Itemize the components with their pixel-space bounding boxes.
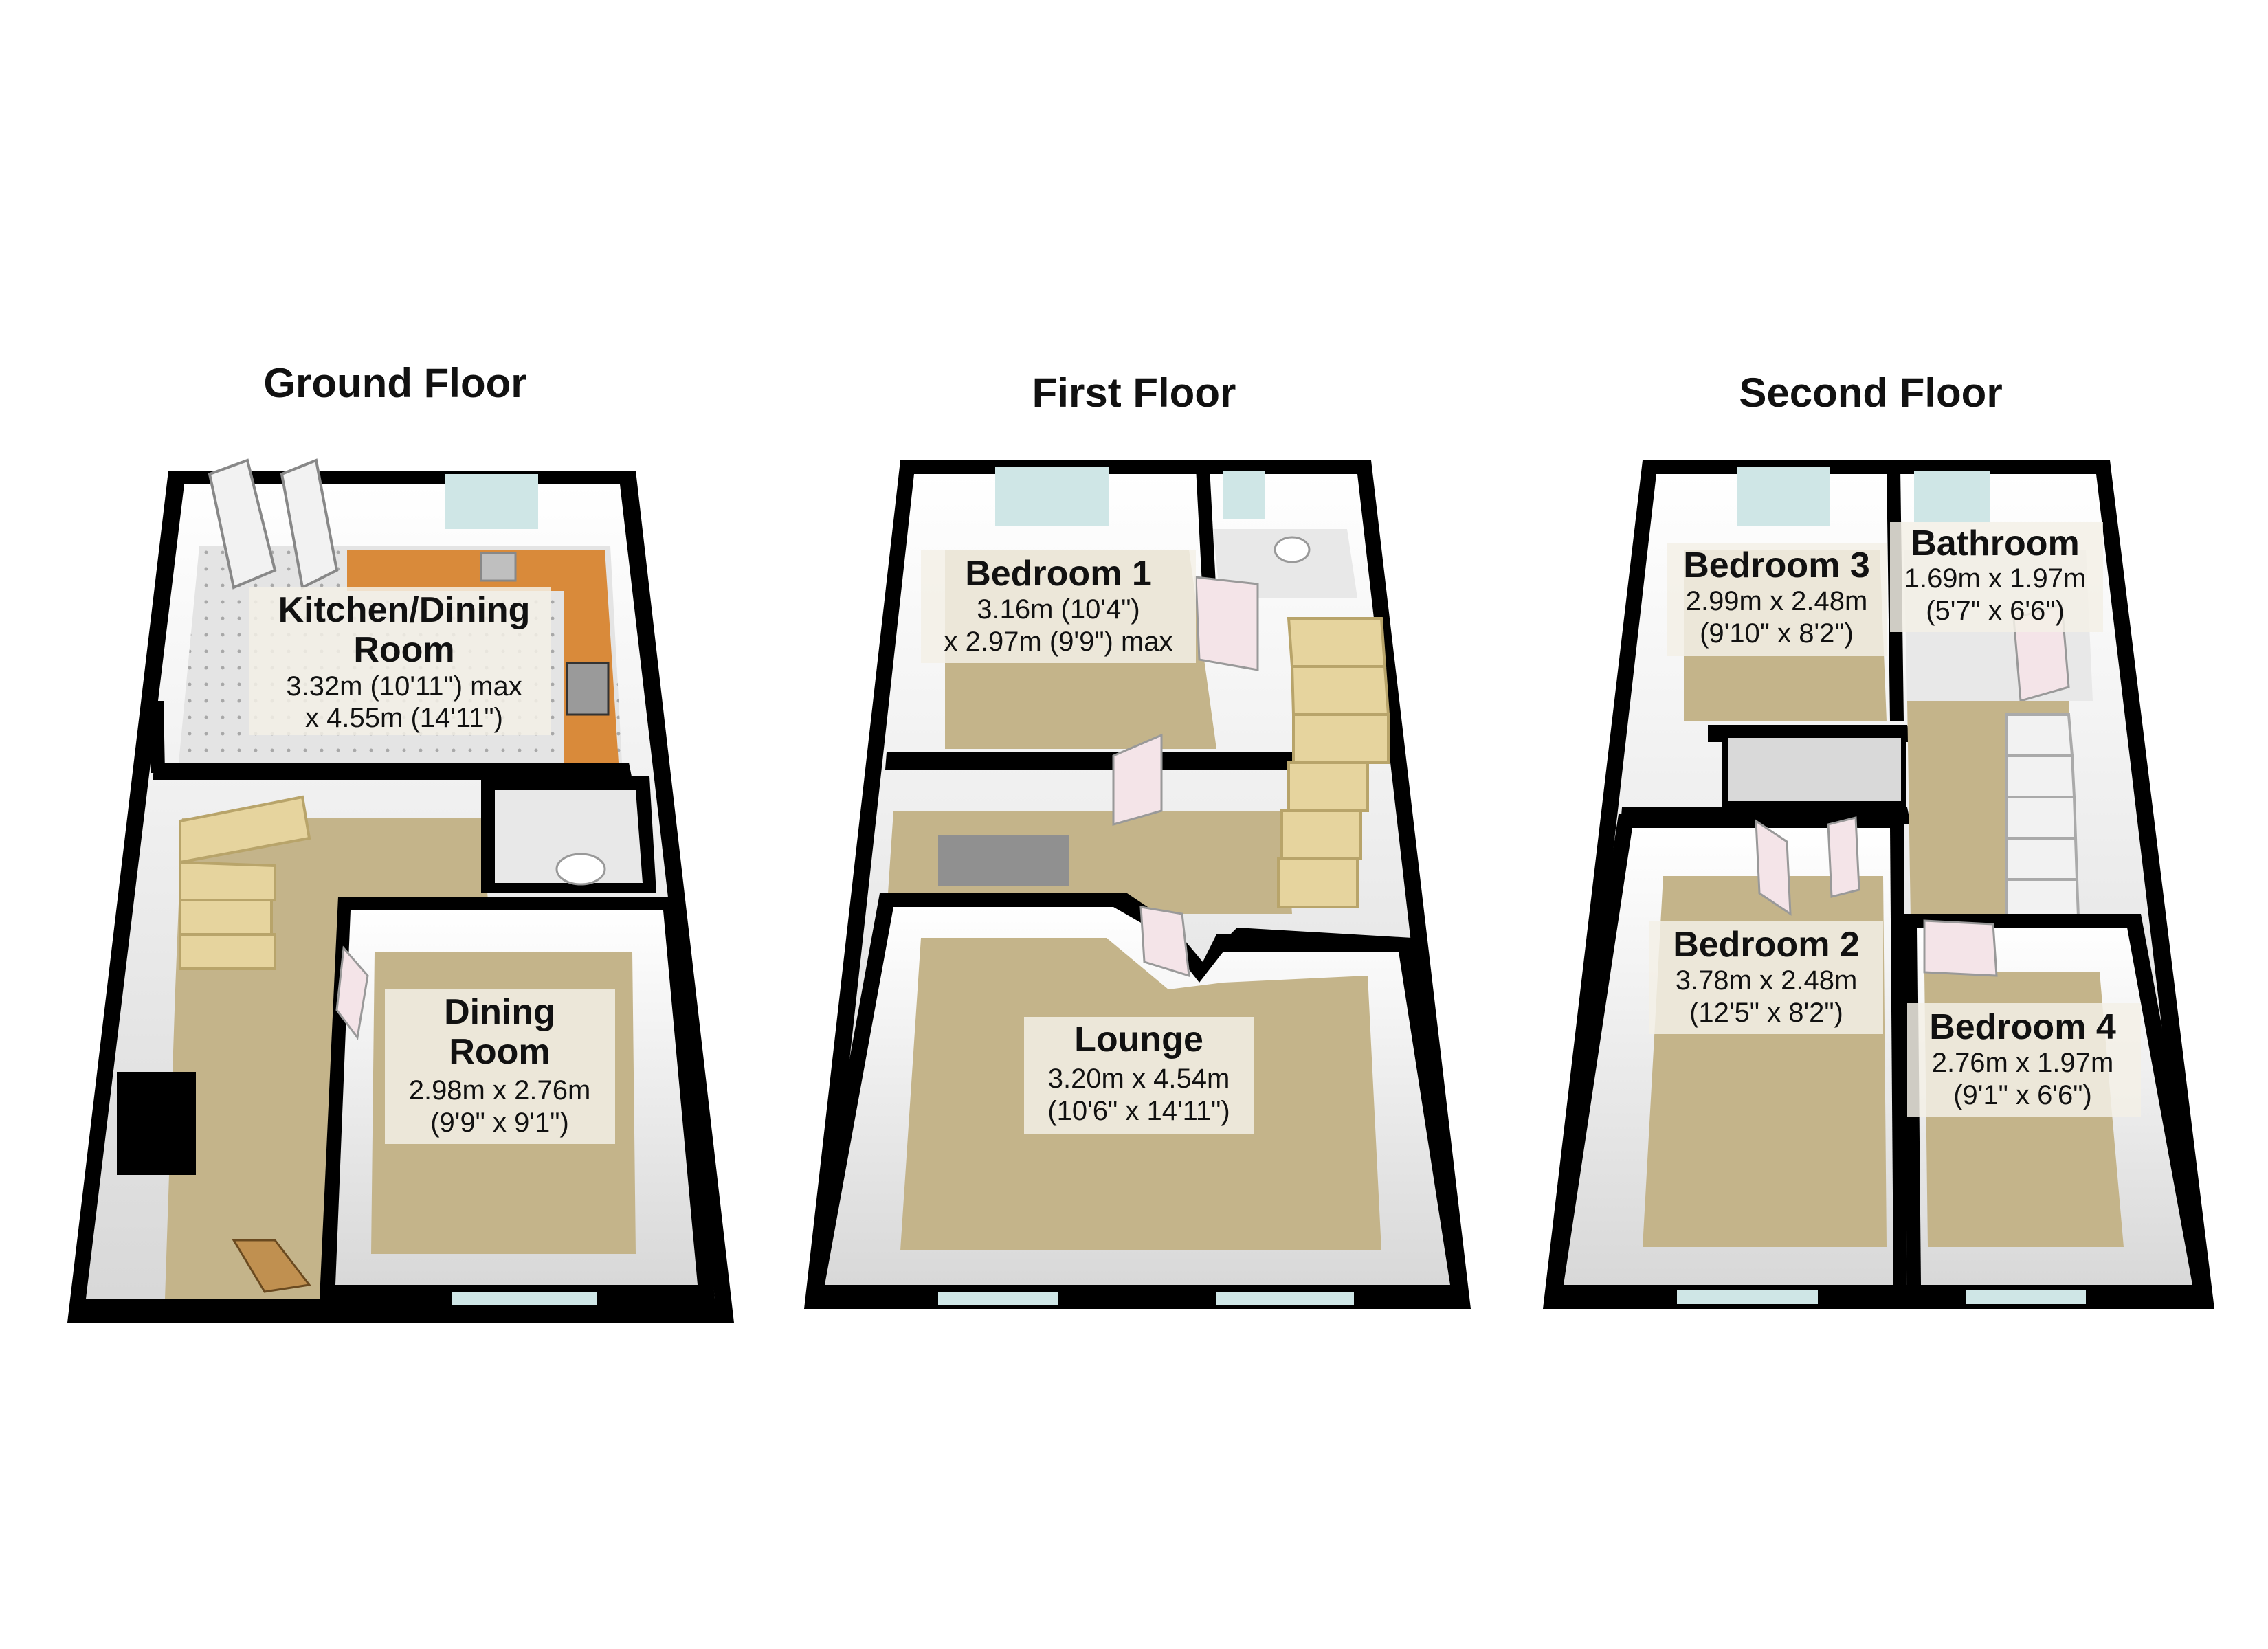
room-name-line: Bedroom 3 xyxy=(1683,546,1870,585)
partition-wall xyxy=(150,701,165,773)
room-dimensions: (12'5" x 8'2") xyxy=(1689,998,1843,1028)
room-dimensions: 1.69m x 1.97m xyxy=(1904,563,2087,594)
room-dimensions: (5'7" x 6'6") xyxy=(1926,596,2065,626)
room-label-kitchen-dining: Kitchen/Dining Room 3.32m (10'11") max x… xyxy=(249,587,551,735)
room-label-bedroom-3: Bedroom 3 2.99m x 2.48m (9'10" x 8'2") xyxy=(1667,543,1887,656)
room-name-line: Room xyxy=(353,630,454,670)
floor-title: Second Floor xyxy=(1739,370,2002,416)
room-dimensions: 2.98m x 2.76m xyxy=(409,1075,591,1106)
room-dimensions: x 4.55m (14'11") xyxy=(305,703,503,733)
wc-floor xyxy=(495,790,643,883)
staircase xyxy=(1277,617,1390,908)
room-label-bathroom: Bathroom 1.69m x 1.97m (5'7" x 6'6") xyxy=(1890,522,2103,632)
room-name-line: Kitchen/Dining xyxy=(278,590,531,630)
window xyxy=(1216,1292,1354,1305)
window xyxy=(1223,471,1265,519)
window xyxy=(445,474,538,529)
room-dimensions: 3.16m (10'4") xyxy=(977,594,1140,625)
window xyxy=(1914,471,1990,522)
room-dimensions: (10'6" x 14'11") xyxy=(1047,1096,1230,1126)
room-dimensions: 3.20m x 4.54m xyxy=(1048,1064,1230,1094)
door xyxy=(1755,819,1792,916)
toilet-icon xyxy=(555,853,606,886)
en-suite-wall xyxy=(1196,467,1216,598)
window xyxy=(452,1292,597,1305)
room-name-line: Lounge xyxy=(1074,1020,1203,1059)
room-name-line: Bedroom 2 xyxy=(1673,925,1860,965)
front-door xyxy=(232,1239,311,1293)
room-label-bedroom-4: Bedroom 4 2.76m x 1.97m (9'1" x 6'6") xyxy=(1907,1003,2141,1117)
window xyxy=(938,1292,1058,1305)
door xyxy=(1139,906,1190,978)
door xyxy=(1112,733,1163,826)
window xyxy=(1737,467,1830,526)
room-dimensions: 3.32m (10'11") max xyxy=(286,671,522,702)
room-label-lounge: Lounge 3.20m x 4.54m (10'6" x 14'11") xyxy=(1024,1017,1254,1134)
door xyxy=(335,945,369,1040)
room-name-line: Dining xyxy=(444,992,555,1032)
sink-icon xyxy=(480,552,517,582)
window xyxy=(1677,1290,1818,1304)
room-name-line: Room xyxy=(449,1032,550,1072)
partition-wall xyxy=(153,763,632,780)
staircase xyxy=(179,795,311,970)
basin-icon xyxy=(1274,536,1311,563)
door xyxy=(1923,919,1998,977)
room-label-bedroom-2: Bedroom 2 3.78m x 2.48m (12'5" x 8'2") xyxy=(1649,921,1883,1034)
french-door-right xyxy=(280,458,339,590)
kitchen-worktop xyxy=(347,550,619,763)
floor-title: First Floor xyxy=(1032,370,1236,416)
second-floor-plan: Second Floor xyxy=(1543,370,2214,1309)
room-dimensions: x 2.97m (9'9") max xyxy=(944,627,1172,657)
room-dimensions: (9'9" x 9'1") xyxy=(430,1108,569,1138)
ground-floor-plan: Ground Floor xyxy=(67,360,734,1323)
room-label-dining-room: Dining Room 2.98m x 2.76m (9'9" x 9'1") xyxy=(385,989,615,1144)
room-name-line: Bedroom 4 xyxy=(1929,1007,2116,1047)
room-dimensions: 2.99m x 2.48m xyxy=(1686,586,1868,616)
french-door-left xyxy=(208,458,277,590)
partition-wall xyxy=(885,752,1302,770)
room-dimensions: (9'1" x 6'6") xyxy=(1953,1080,2092,1110)
door xyxy=(1827,816,1860,898)
staircase xyxy=(2005,713,2080,919)
room-name-line: Bedroom 1 xyxy=(965,554,1152,594)
cupboard xyxy=(117,1072,196,1175)
door xyxy=(1194,576,1259,671)
en-suite-floor xyxy=(1213,529,1357,598)
floor-title: Ground Floor xyxy=(263,360,526,406)
hob-icon xyxy=(566,662,610,716)
cupboard xyxy=(938,835,1069,886)
room-label-bedroom-1: Bedroom 1 3.16m (10'4") x 2.97m (9'9") m… xyxy=(921,550,1196,663)
first-floor-plan: First Floor xyxy=(804,370,1471,1309)
cupboard xyxy=(1722,732,1906,807)
room-name-line: Bathroom xyxy=(1911,524,2080,563)
room-dimensions: 2.76m x 1.97m xyxy=(1932,1048,2114,1078)
window xyxy=(1966,1290,2086,1304)
room-dimensions: (9'10" x 8'2") xyxy=(1700,618,1854,649)
room-dimensions: 3.78m x 2.48m xyxy=(1676,965,1858,996)
window xyxy=(995,467,1109,526)
